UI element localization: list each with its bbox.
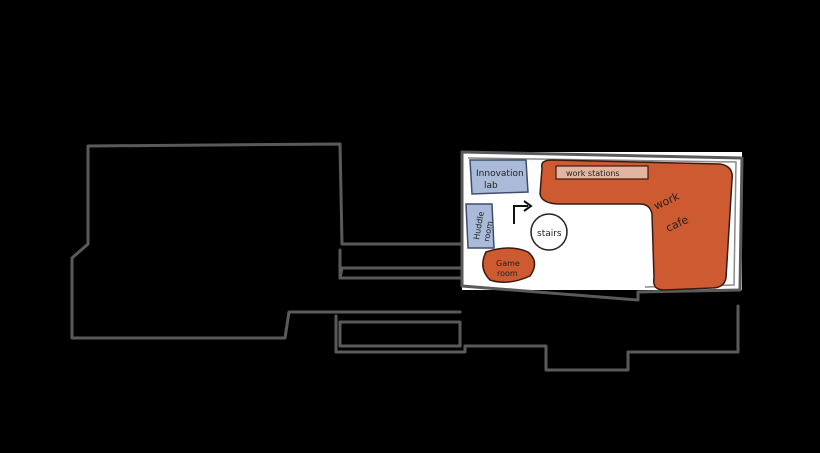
work-stations-bar (555, 165, 649, 180)
game-room-label-line1: Game (496, 259, 520, 268)
work-cafe-room (539, 159, 733, 291)
connector-corridor (338, 266, 464, 280)
huddle-room-label-line2: room (482, 220, 494, 242)
innovation-lab-room (469, 159, 529, 195)
innovation-lab-label-line2: lab (484, 181, 498, 191)
game-room-label-line2: room (497, 269, 518, 278)
stairs-arrow (513, 205, 528, 224)
work-stations-label: work stations (566, 169, 620, 178)
stairs-label: stairs (537, 229, 562, 239)
innovation-lab-label-line1: Innovation (476, 169, 524, 179)
lower-inner-outline (338, 320, 462, 348)
huddle-room (465, 203, 495, 249)
right-building-outline (460, 150, 744, 302)
lower-corridor-outline (334, 304, 740, 372)
left-building-outline (70, 142, 464, 340)
game-room (482, 247, 536, 283)
stairs-circle (530, 213, 568, 251)
stairs-arrow-head (523, 200, 533, 212)
